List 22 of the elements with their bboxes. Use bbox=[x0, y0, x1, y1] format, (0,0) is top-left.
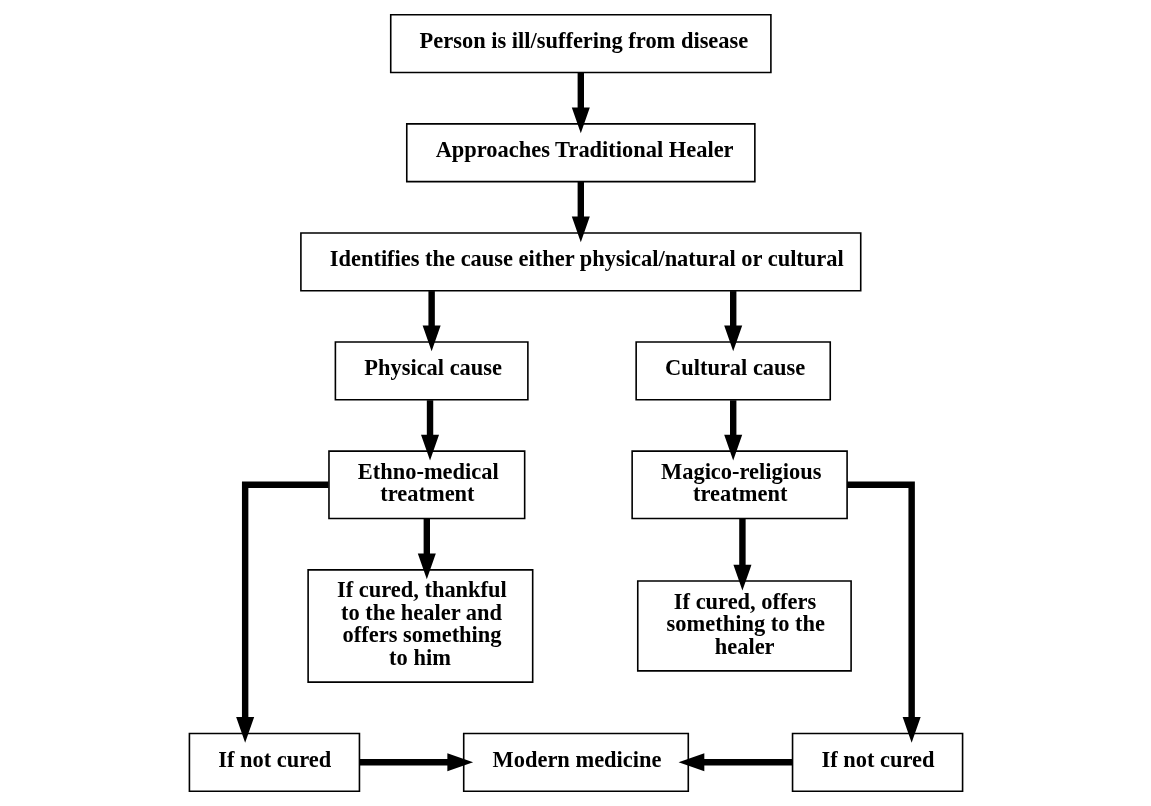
node-box: Ethno-medical treatment bbox=[327, 450, 525, 520]
node-box: Identifies the cause either physical/natural or cultural bbox=[299, 232, 861, 292]
arrow bbox=[235, 481, 329, 743]
node-box: Cultural cause bbox=[634, 341, 831, 401]
arrow bbox=[846, 481, 921, 743]
node-box: Modern medicine bbox=[462, 732, 689, 792]
node-box: If not cured bbox=[188, 732, 360, 792]
node-box: If cured, offers something to the healer bbox=[636, 580, 852, 672]
arrow bbox=[571, 182, 590, 243]
arrow bbox=[359, 753, 473, 772]
node-box: If not cured bbox=[791, 732, 963, 792]
arrow bbox=[678, 753, 792, 772]
arrow bbox=[417, 519, 436, 580]
node-box: Physical cause bbox=[334, 341, 529, 401]
arrow bbox=[723, 400, 742, 461]
node-box: Approaches Traditional Healer bbox=[405, 123, 756, 183]
arrow bbox=[732, 519, 751, 591]
node-box: Magico-religious treatment bbox=[630, 450, 848, 520]
node-box: Person is ill/suffering from disease bbox=[389, 14, 772, 74]
arrow bbox=[571, 72, 590, 134]
node-box: If cured, thankful to the healer and offers something to him bbox=[306, 569, 533, 683]
arrow bbox=[420, 400, 439, 461]
